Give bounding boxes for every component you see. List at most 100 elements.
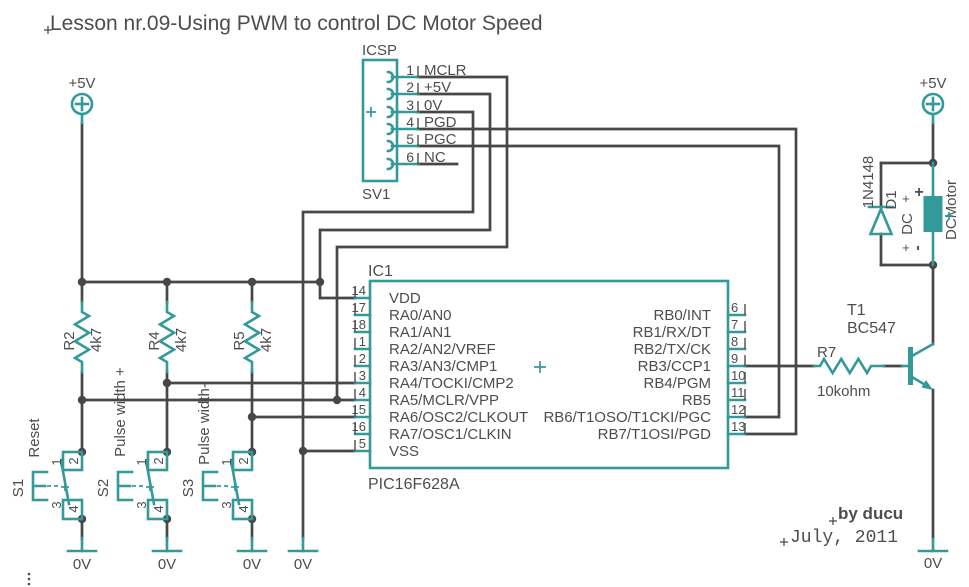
diode-part: 1N4148 [860,156,877,209]
ic-refdes: IC1 [368,263,393,280]
svg-text:2: 2 [151,457,166,464]
svg-text:RB1/RX/DT: RB1/RX/DT [633,324,711,341]
button-actuator-icon [201,470,219,502]
motor-minus-mark: - [909,245,926,250]
svg-text:3: 3 [134,501,149,508]
svg-text:RA6/OSC2/CLKOUT: RA6/OSC2/CLKOUT [389,409,528,426]
net-label-mclr: MCLR [424,62,467,79]
svg-text:3: 3 [219,501,234,508]
icsp-pins [386,66,420,171]
sheet-marker [27,572,31,576]
wire-pgc [416,144,781,419]
resistor-refdes: R2 [61,331,78,350]
transistor-refdes: T1 [847,302,866,319]
motor-plus-mark: + [914,184,923,201]
svg-text:1: 1 [406,62,414,78]
date: July, 2011 [790,528,898,548]
svg-text:3: 3 [406,97,414,113]
svg-text:8: 8 [731,334,738,349]
svg-text:12: 12 [731,402,745,417]
pushbutton-s1: S1 Reset 1 2 3 4 [10,418,84,521]
button-refdes: S3 [180,479,197,497]
svg-text:RA0/AN0: RA0/AN0 [389,307,452,324]
resistor-r2: R2 4k7 [61,300,105,374]
wire-5v-icsp [318,92,492,300]
icsp-refdes: SV1 [362,186,390,203]
svg-text:16: 16 [352,419,366,434]
pushbutton-s3: S3 Pulse width- 1 2 3 4 [180,383,254,521]
icsp-net-labels: MCLR +5V 0V PGD PGC NC [424,62,467,166]
icsp-label: ICSP [362,42,397,59]
resistor-value: 4k7 [258,328,275,352]
net-label-0v: 0V [424,97,442,114]
dc-motor: + + DC + - DCMotor [898,161,960,267]
svg-text:VDD: VDD [389,290,421,307]
button-refdes: S2 [95,479,112,497]
svg-text:4: 4 [406,114,414,130]
svg-text:RB7/T1OSI/PGD: RB7/T1OSI/PGD [598,426,712,443]
ground-symbol-s2: 0V [151,536,183,573]
net-label-5v: +5V [424,79,451,96]
svg-text:RB2/TX/CK: RB2/TX/CK [633,341,711,358]
ground-symbol-s1: 0V [66,536,98,573]
svg-text:RA3/AN3/CMP1: RA3/AN3/CMP1 [389,358,497,375]
svg-text:4: 4 [151,505,166,512]
svg-text:4: 4 [236,505,251,512]
transistor-collector [910,342,935,358]
svg-text:2: 2 [236,457,251,464]
resistor-r7: R7 10kohm [812,344,886,400]
author: by ducu [838,504,903,523]
gnd-label: 0V [924,555,942,572]
svg-text:RB5: RB5 [682,392,711,409]
mcu-ic1: IC1 PIC16F628A 14 17 18 1 2 3 4 15 16 5 … [352,263,747,493]
gnd-label: 0V [158,556,176,573]
svg-text:14: 14 [352,283,366,298]
svg-text:RA7/OSC1/CLKIN: RA7/OSC1/CLKIN [389,426,512,443]
resistor-refdes: R5 [231,331,248,350]
svg-text:9: 9 [731,351,738,366]
resistor-refdes: R7 [817,344,836,361]
icsp-body [361,58,399,183]
gnd-label: 0V [73,556,91,573]
svg-text:3: 3 [49,501,64,508]
svg-text:1: 1 [219,458,234,465]
diode-d1: 1N4148 D1 [860,156,900,236]
ic-right-pins: 6 7 8 9 10 11 12 13 RB0/INT RB1/RX/DT RB… [543,300,747,443]
emitter-arrow-icon [921,380,933,390]
svg-text:RB3/CCP1: RB3/CCP1 [638,358,711,375]
diode-icon [868,205,894,236]
motor-name: DCMotor [943,180,960,240]
svg-text:4: 4 [66,505,81,512]
transistor-part: BC547 [847,320,896,337]
resistor-r5: R5 4k7 [231,300,275,374]
svg-text:7: 7 [731,317,738,332]
svg-text:RA1/AN1: RA1/AN1 [389,324,452,341]
svg-text:2: 2 [66,457,81,464]
ground-symbol-s3: 0V [236,536,268,573]
wire-pgd [416,127,798,436]
vcc-symbol-left: +5V [68,75,96,125]
svg-text:2: 2 [406,79,414,95]
net-wires [80,75,935,541]
page-title: Lesson nr.09-Using PWM to control DC Mot… [50,12,543,35]
svg-text:+: + [898,195,913,203]
ic-part: PIC16F628A [368,476,460,493]
svg-text:10: 10 [731,368,745,383]
svg-text:13: 13 [731,419,745,434]
svg-text:1: 1 [359,334,366,349]
ic-body [368,279,730,470]
net-label-nc: NC [424,149,446,166]
diode-refdes: D1 [883,190,900,209]
resistor-value: 4k7 [88,328,105,352]
svg-text:5: 5 [406,131,414,147]
motor-body-icon [923,196,943,232]
title-block: Lesson nr.09-Using PWM to control DC Mot… [27,12,543,586]
svg-text:RB4/PGM: RB4/PGM [643,375,711,392]
icsp-pin-numbers: 1 2 3 4 5 6 [406,62,414,165]
svg-text:17: 17 [352,300,366,315]
svg-text:RB0/INT: RB0/INT [653,307,711,324]
gnd-label: 0V [243,556,261,573]
svg-text:+: + [898,244,913,252]
svg-text:1: 1 [134,458,149,465]
